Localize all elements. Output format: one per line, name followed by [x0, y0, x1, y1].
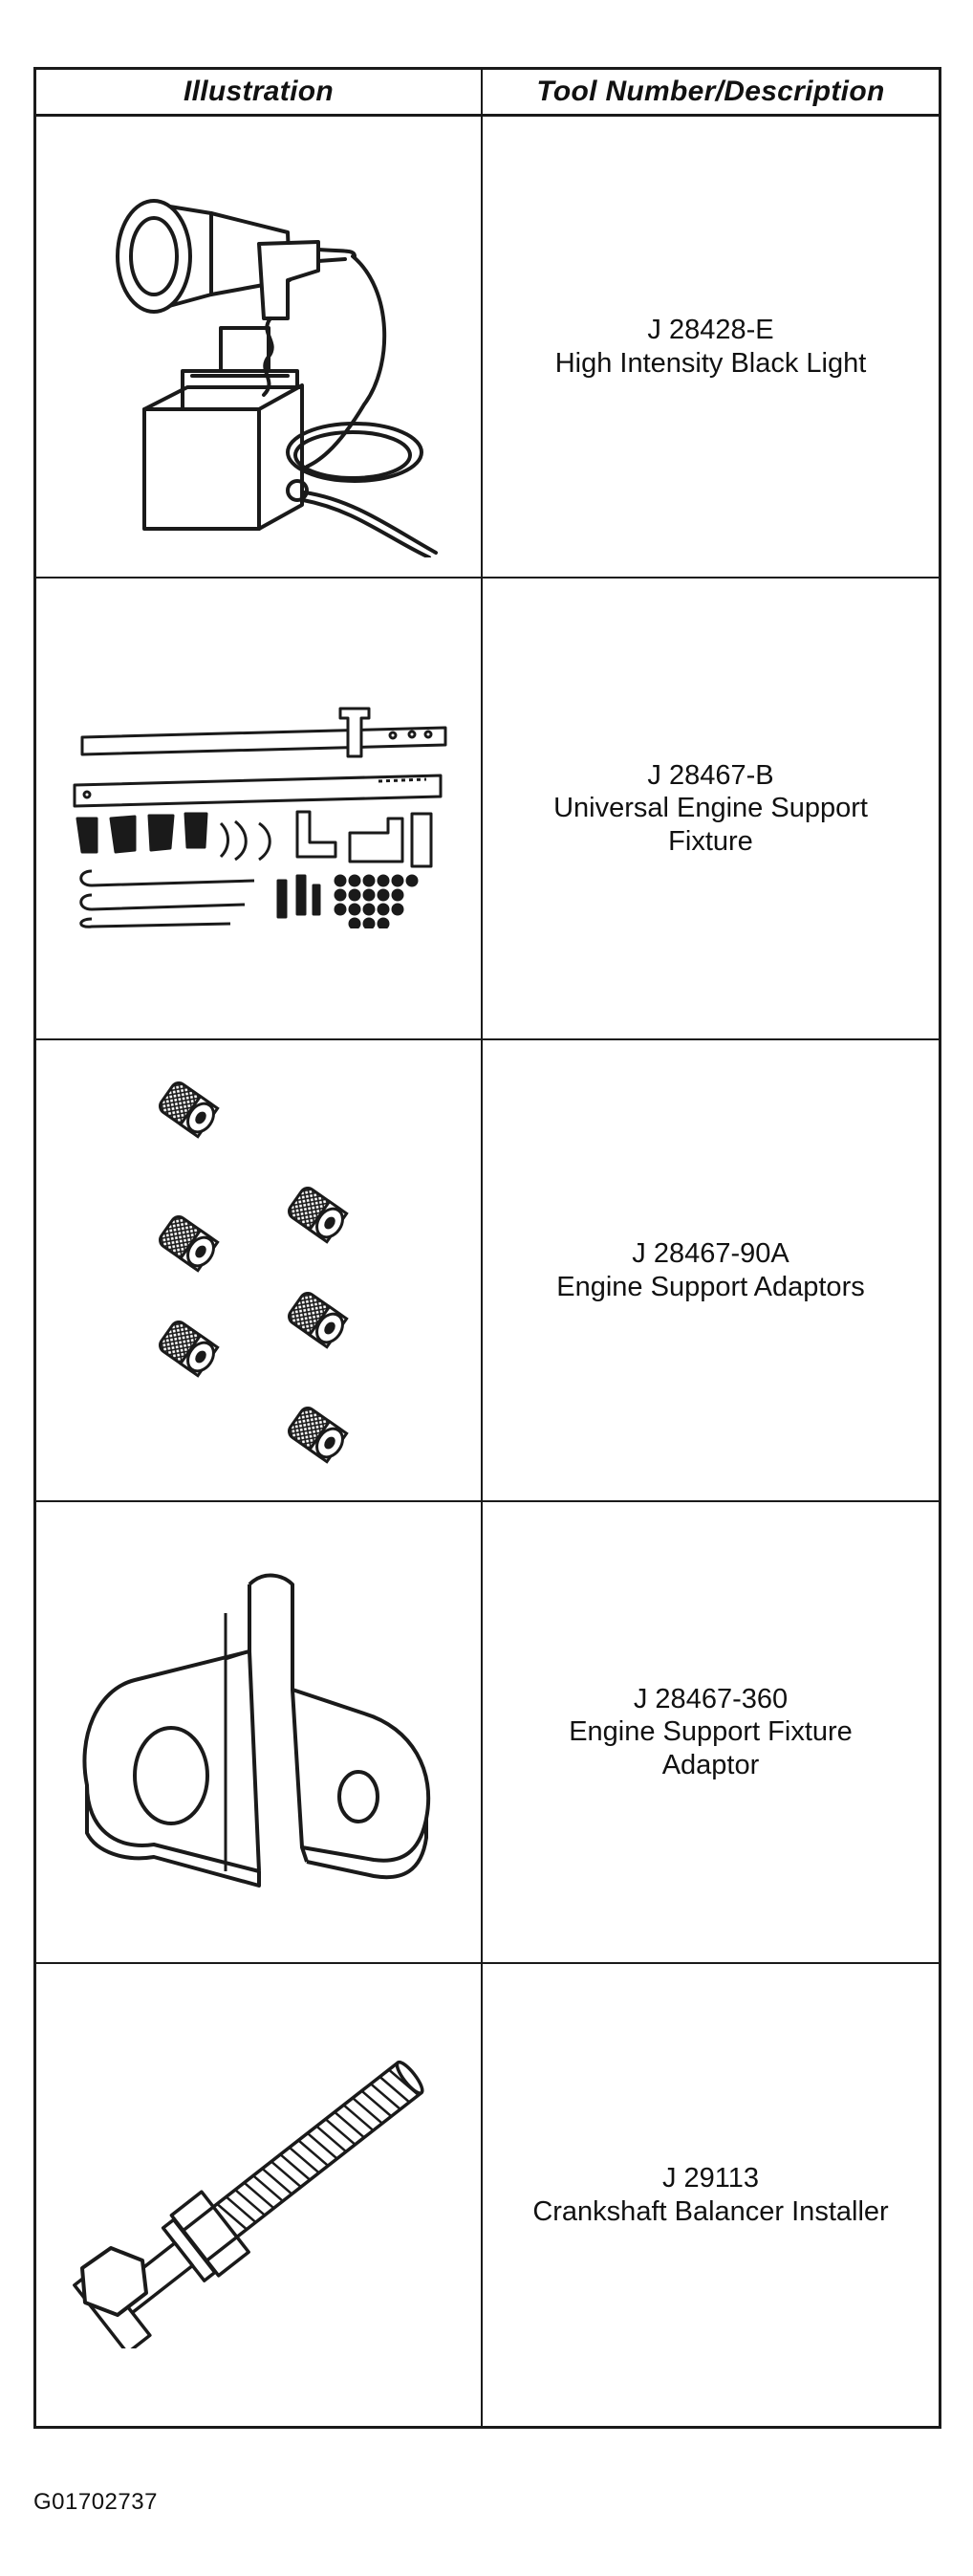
tool-number: J 28467-B — [647, 760, 774, 792]
tool-description-cell: J 28467-B Universal Engine Support Fixtu… — [483, 579, 939, 1040]
tool-number: J 29113 — [661, 2163, 760, 2194]
tool-description: Engine Support Fixture Adaptor — [569, 1716, 853, 1780]
tool-description-cell: J 28467-90A Engine Support Adaptors — [483, 1040, 939, 1502]
header-illustration: Illustration — [36, 70, 483, 117]
tool-number: J 28428-E — [647, 315, 774, 346]
header-tool-description: Tool Number/Description — [483, 70, 939, 117]
tool-description: Crankshaft Balancer Installer — [532, 2195, 889, 2227]
tool-table: Illustration Tool Number/Description — [33, 67, 941, 2429]
tool-description-cell: J 28467-360 Engine Support Fixture Adapt… — [483, 1502, 939, 1964]
tool-number: J 28467-360 — [633, 1684, 789, 1715]
illustration-cell — [36, 579, 483, 1040]
illustration-cell — [36, 117, 483, 579]
engine-support-fixture-icon — [73, 707, 446, 928]
tool-description-cell: J 28428-E High Intensity Black Light — [483, 117, 939, 579]
figure-code: G01702737 — [33, 2489, 158, 2515]
illustration-cell — [36, 1502, 483, 1964]
balancer-installer-bolt-icon — [72, 2060, 424, 2348]
tool-number: J 28467-90A — [632, 1238, 789, 1270]
tool-description-cell: J 29113 Crankshaft Balancer Installer — [483, 1964, 939, 2426]
tool-description: High Intensity Black Light — [554, 347, 867, 379]
illustration-cell — [36, 1040, 483, 1502]
tool-description: Universal Engine Support Fixture — [553, 793, 868, 857]
support-adaptors-icon — [155, 1078, 350, 1463]
illustration-cell — [36, 1964, 483, 2426]
fixture-adaptor-bracket-icon — [81, 1573, 430, 1888]
tool-description: Engine Support Adaptors — [556, 1271, 865, 1302]
black-light-icon — [115, 198, 438, 557]
